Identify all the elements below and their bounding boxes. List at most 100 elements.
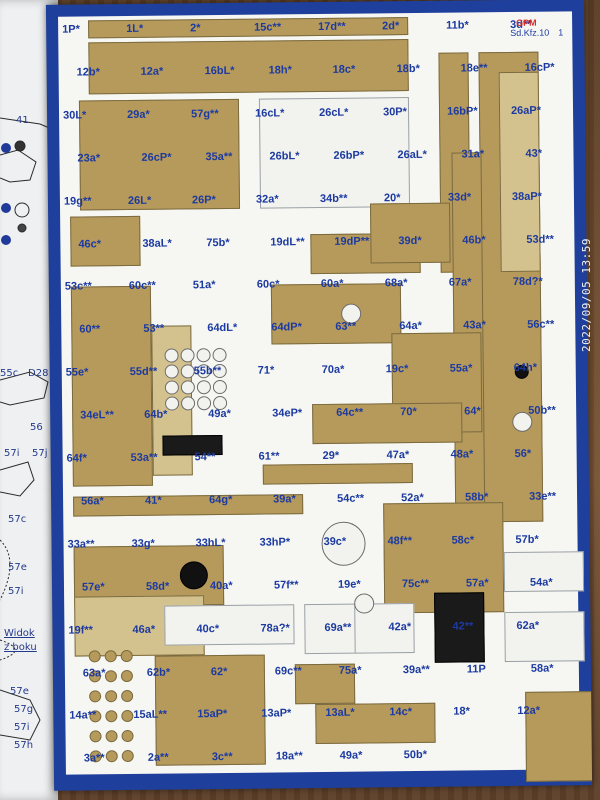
part-label: 57f**: [273, 578, 299, 592]
wheel-disc: [181, 396, 196, 411]
part-label: 26aL*: [397, 148, 427, 161]
part-label: 18e**: [460, 62, 488, 75]
wheel-disc: [196, 380, 211, 395]
brand-logo: GPM: [516, 17, 537, 28]
part-label: 48f**: [387, 534, 413, 548]
part-label: 19dL**: [270, 235, 305, 249]
part-label: 14c*: [389, 706, 413, 719]
part-label: 34eL**: [80, 409, 114, 422]
part-16bp: [369, 202, 451, 264]
part-label: 64b*: [144, 408, 168, 421]
sheet-number: 1: [558, 27, 564, 38]
part-label: 33hP*: [259, 536, 291, 549]
wheel-disc: [164, 364, 179, 379]
part-label: 64f*: [66, 452, 87, 465]
part-label: 3a**: [83, 752, 105, 765]
part-label: 26L*: [127, 194, 152, 207]
part-label: 18h*: [268, 64, 292, 77]
part-label: 58c*: [451, 534, 475, 547]
part-label: 50b*: [403, 749, 428, 762]
lp-label-d28: D28: [28, 368, 49, 379]
small-disc: [89, 730, 102, 743]
small-disc: [88, 650, 101, 663]
wheel-disc: [180, 348, 195, 363]
part-label: 30L*: [62, 109, 87, 122]
part-label: 48a*: [450, 448, 474, 461]
part-label: 15aL**: [133, 709, 168, 722]
part-circle-dark-50b: [179, 561, 209, 590]
part-label: 55d**: [129, 365, 158, 379]
part-label: 68a*: [384, 277, 408, 290]
small-disc: [121, 729, 134, 743]
part-circle-61: [354, 593, 375, 614]
part-label: 46c*: [78, 237, 102, 251]
part-label: 16bP*: [446, 105, 478, 118]
part-label: 64dP*: [271, 321, 302, 334]
part-label: 55b**: [193, 365, 222, 378]
assembly-drawing: [0, 117, 55, 741]
part-label: 1L*: [126, 22, 144, 35]
small-disc: [104, 650, 117, 663]
part-label: 62b*: [146, 666, 171, 679]
part-label: 11P: [466, 662, 486, 675]
part-label: 75a*: [338, 664, 362, 677]
part-label: 40c*: [196, 622, 220, 635]
part-label: 23a*: [77, 151, 101, 165]
lp-label-57e: 57e: [8, 562, 27, 573]
part-label: 49a*: [208, 408, 231, 421]
parts-sheet: 1P*1L*2*15c**17d**2d*11b*3d**12b*12a*16b…: [45, 0, 593, 791]
part-label: 33d*: [447, 190, 472, 204]
small-disc: [120, 669, 133, 683]
part-label: 55a*: [449, 362, 473, 375]
part-label: 60a*: [320, 278, 344, 291]
part-label: 34b**: [319, 192, 348, 205]
part-label: 33hL*: [195, 536, 226, 550]
part-label: 78a?*: [260, 621, 290, 635]
part-label: 64*: [464, 405, 481, 418]
part-label: 40a*: [209, 579, 233, 592]
part-label: 69c**: [274, 664, 302, 677]
part-label: 70a*: [321, 363, 345, 377]
part-label: 60c*: [256, 278, 280, 292]
part-label: 16bL*: [204, 64, 235, 78]
part-label: 62a*: [516, 619, 540, 632]
part-label: 78d?*: [512, 276, 543, 289]
part-label: 57b*: [515, 533, 539, 546]
part-label: 12a*: [517, 705, 541, 718]
part-39a: [504, 611, 585, 663]
part-64a: [312, 402, 463, 445]
part-label: 54c**: [337, 492, 365, 505]
part-label: 64a*: [399, 320, 422, 333]
part-label: 54a*: [529, 576, 553, 589]
part-label: 67a*: [448, 276, 472, 290]
part-label: 19dP**: [334, 234, 370, 248]
part-label: 31a*: [461, 147, 485, 161]
part-label: 32a*: [255, 193, 279, 206]
part-34b: [270, 283, 402, 345]
part-label: 18b*: [396, 62, 420, 76]
part-label: 42**: [452, 619, 474, 633]
lp-label-57e-b: 57e: [10, 686, 29, 697]
part-label: 52a*: [401, 491, 424, 505]
part-label: 53c**: [64, 280, 92, 294]
part-label: 19c*: [385, 363, 409, 376]
part-label: 26aP*: [510, 104, 542, 117]
part-label: 58d*: [145, 580, 170, 593]
part-label: 30P*: [382, 105, 407, 119]
part-label: 39c*: [323, 535, 347, 548]
part-label: 15aP*: [197, 708, 228, 721]
part-label: 54**: [194, 451, 216, 464]
part-label: 11b*: [446, 19, 469, 32]
part-label: 12b*: [76, 66, 100, 79]
part-label: 63a*: [82, 666, 106, 679]
wheel-disc: [212, 379, 227, 395]
part-label: 20*: [383, 191, 401, 204]
part-label: 58b*: [465, 491, 489, 504]
part-label: 55e*: [65, 366, 89, 379]
small-disc: [105, 730, 118, 743]
part-label: 19f**: [68, 623, 93, 637]
part-strip-64: [262, 463, 413, 485]
part-label: 64h*: [513, 361, 538, 375]
part-label: 60**: [79, 323, 101, 336]
part-label: 34eP*: [272, 407, 303, 420]
